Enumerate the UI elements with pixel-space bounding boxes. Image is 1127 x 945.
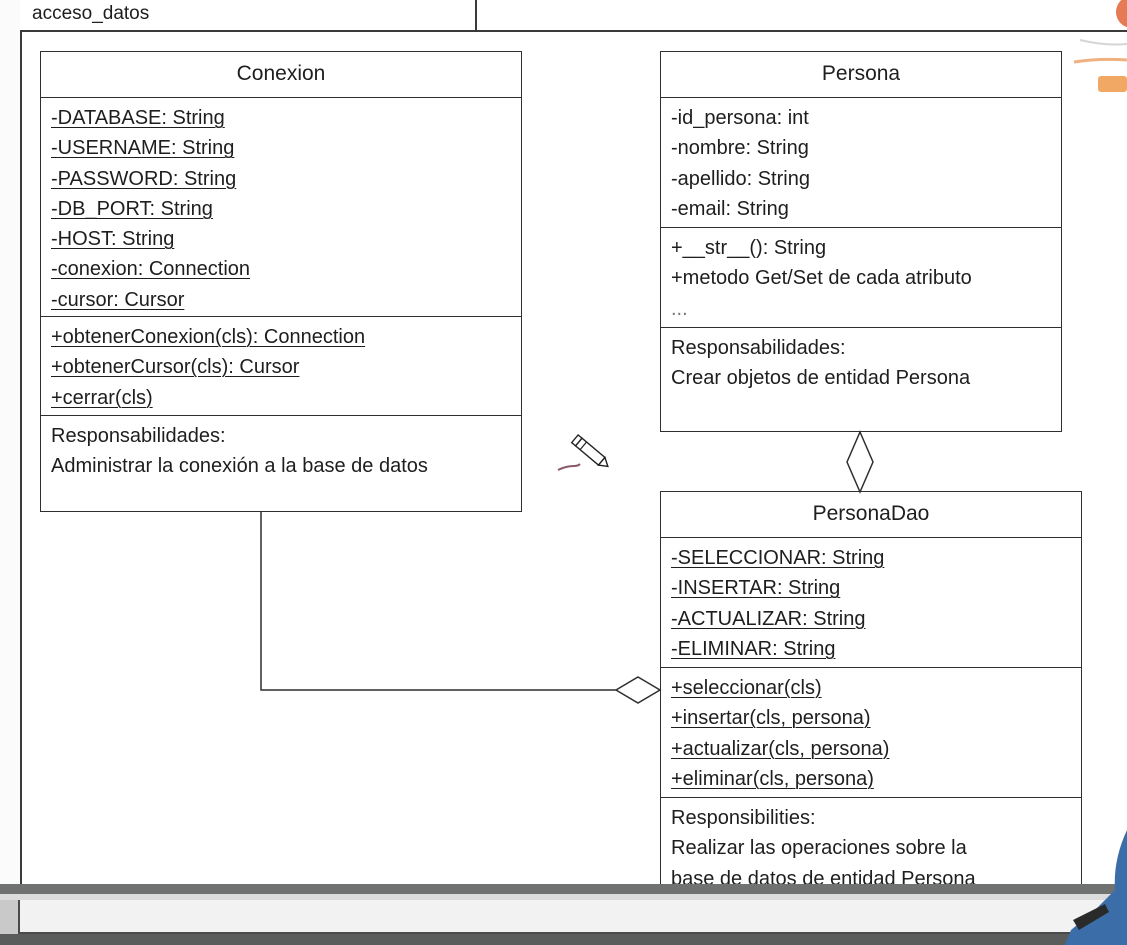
- attribute: -DATABASE: String: [51, 107, 225, 129]
- attribute: -email: String: [671, 197, 789, 220]
- aggregation-persona-dao-persona[interactable]: [846, 430, 874, 494]
- responsibilities-section: Responsabilidades: Crear objetos de enti…: [661, 327, 1061, 398]
- class-conexion[interactable]: Conexion -DATABASE: String -USERNAME: St…: [40, 51, 522, 512]
- bottom-scrollbar-area: [0, 884, 1127, 945]
- method: +insertar(cls, persona): [671, 707, 871, 730]
- responsibilities-title: Responsabilidades:: [51, 425, 226, 447]
- methods-section: +__str__(): String +metodo Get/Set de ca…: [661, 227, 1061, 327]
- attribute: -DB_PORT: String: [51, 197, 213, 220]
- attribute: -INSERTAR: String: [671, 577, 841, 600]
- responsibilities-text: Crear objetos de entidad Persona: [671, 367, 971, 390]
- attributes-section: -id_persona: int -nombre: String -apelli…: [661, 97, 1061, 227]
- frame-bottom: [18, 900, 1127, 934]
- attribute: -conexion: Connection: [51, 258, 251, 281]
- presenter-edge: [1065, 830, 1127, 945]
- method: +obtenerConexion(cls): Connection: [51, 326, 366, 348]
- attributes-section: -SELECCIONAR: String -INSERTAR: String -…: [661, 537, 1081, 667]
- class-persona[interactable]: Persona -id_persona: int -nombre: String…: [660, 51, 1062, 432]
- method: +eliminar(cls, persona): [671, 767, 874, 790]
- attribute: -id_persona: int: [671, 107, 809, 129]
- responsibilities-title: Responsabilidades:: [671, 337, 846, 359]
- responsibilities-text: Realizar las operaciones sobre la: [671, 837, 967, 860]
- attribute: -ELIMINAR: String: [671, 637, 836, 660]
- package-tab: acceso_datos: [20, 0, 477, 32]
- methods-section: +obtenerConexion(cls): Connection +obten…: [41, 316, 521, 415]
- method: +obtenerCursor(cls): Cursor: [51, 356, 300, 379]
- method: +cerrar(cls): [51, 386, 153, 409]
- method: +actualizar(cls, persona): [671, 737, 890, 760]
- attribute: -nombre: String: [671, 137, 809, 160]
- responsibilities-text: Administrar la conexión a la base de dat…: [51, 455, 428, 478]
- method: +__str__(): String: [671, 237, 827, 259]
- methods-section: +seleccionar(cls) +insertar(cls, persona…: [661, 667, 1081, 797]
- attribute: -USERNAME: String: [51, 137, 235, 160]
- class-name: Persona: [821, 62, 901, 85]
- aggregation-persona-dao-conexion[interactable]: [260, 512, 662, 704]
- responsibilities-title: Responsibilities:: [671, 807, 816, 829]
- package-name: acceso_datos: [32, 3, 150, 24]
- package-frame-top-border: [477, 30, 1127, 32]
- class-name: Conexion: [236, 62, 326, 85]
- pencil-cursor-icon: [557, 433, 609, 471]
- class-name: PersonaDao: [812, 502, 930, 525]
- attribute: -ACTUALIZAR: String: [671, 607, 866, 630]
- method: +metodo Get/Set de cada atributo: [671, 267, 972, 290]
- attribute: -HOST: String: [51, 228, 175, 251]
- attribute: -PASSWORD: String: [51, 167, 237, 190]
- logo-edge-decoration: [1073, 0, 1127, 92]
- responsibilities-section: Responsabilidades: Administrar la conexi…: [41, 415, 521, 486]
- class-persona-dao[interactable]: PersonaDao -SELECCIONAR: String -INSERTA…: [660, 491, 1082, 911]
- attribute: -cursor: Cursor: [51, 288, 185, 311]
- attribute: -apellido: String: [671, 167, 810, 190]
- method: +seleccionar(cls): [671, 677, 822, 699]
- attributes-section: -DATABASE: String -USERNAME: String -PAS…: [41, 97, 521, 316]
- window-left-edge: [0, 0, 22, 890]
- attribute: -SELECCIONAR: String: [671, 547, 885, 569]
- method: ...: [671, 297, 688, 320]
